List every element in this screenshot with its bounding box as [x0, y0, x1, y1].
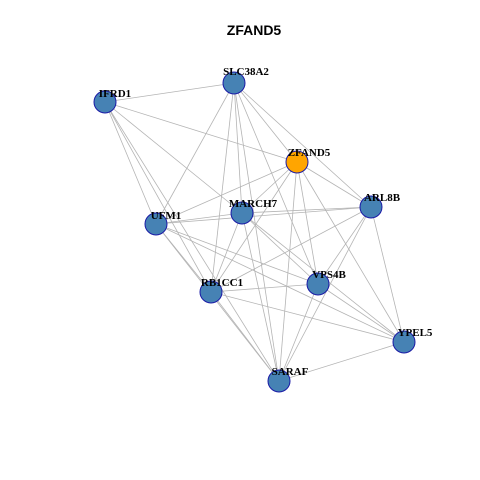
node-zfand5[interactable]	[285, 150, 309, 174]
node-label-ufm1: UFM1	[151, 210, 182, 222]
node-march7[interactable]	[230, 201, 254, 225]
edge-arl8b-vps4b	[317, 206, 372, 285]
edge-rb1cc1-ypel5	[210, 291, 405, 343]
edge-ufm1-ypel5	[155, 223, 405, 343]
edge-slc38a2-zfand5	[233, 82, 298, 163]
node-label-march7: MARCH7	[229, 198, 278, 210]
node-slc38a2[interactable]	[222, 71, 246, 95]
edges-layer	[104, 82, 405, 382]
node-label-slc38a2: SLC38A2	[223, 66, 269, 78]
edge-slc38a2-ufm1	[155, 82, 235, 225]
edge-ifrd1-zfand5	[104, 101, 298, 163]
edge-march7-saraf	[241, 212, 280, 382]
edge-zfand5-rb1cc1	[210, 161, 298, 293]
edge-slc38a2-vps4b	[233, 82, 319, 285]
node-label-zfand5: ZFAND5	[288, 147, 331, 159]
edge-arl8b-march7	[241, 206, 372, 214]
edge-slc38a2-saraf	[233, 82, 280, 382]
edge-vps4b-saraf	[278, 283, 319, 382]
edge-zfand5-ypel5	[296, 161, 405, 343]
edge-slc38a2-march7	[233, 82, 243, 214]
node-label-vps4b: VPS4B	[312, 269, 346, 281]
nodes-layer	[93, 71, 416, 393]
edge-ifrd1-ufm1	[104, 101, 157, 225]
node-ifrd1[interactable]	[93, 90, 117, 114]
edge-arl8b-rb1cc1	[210, 206, 372, 293]
node-label-rb1cc1: RB1CC1	[201, 277, 243, 289]
edge-ypel5-saraf	[278, 341, 405, 382]
edge-zfand5-saraf	[278, 161, 298, 382]
edge-arl8b-ypel5	[370, 206, 405, 343]
edge-zfand5-march7	[241, 161, 298, 214]
edge-vps4b-rb1cc1	[210, 283, 319, 293]
edge-ufm1-saraf	[155, 223, 280, 382]
node-arl8b[interactable]	[359, 195, 383, 219]
node-label-arl8b: ARL8B	[364, 192, 401, 204]
node-ufm1[interactable]	[144, 212, 168, 236]
edge-ifrd1-march7	[104, 101, 243, 214]
edge-ifrd1-slc38a2	[104, 82, 235, 103]
edge-march7-ufm1	[155, 212, 243, 225]
node-vps4b[interactable]	[306, 272, 330, 296]
edge-rb1cc1-saraf	[210, 291, 280, 382]
edge-march7-rb1cc1	[210, 212, 243, 293]
node-label-ifrd1: IFRD1	[99, 88, 131, 100]
graph-title: ZFAND5	[227, 22, 282, 38]
node-ypel5[interactable]	[392, 330, 416, 354]
edge-slc38a2-arl8b	[233, 82, 372, 208]
node-rb1cc1[interactable]	[199, 280, 223, 304]
edge-vps4b-ypel5	[317, 283, 405, 343]
edge-zfand5-arl8b	[296, 161, 372, 208]
edge-zfand5-ufm1	[155, 161, 298, 225]
edge-ufm1-vps4b	[155, 223, 319, 285]
edge-arl8b-saraf	[278, 206, 372, 382]
edge-ifrd1-rb1cc1	[104, 101, 212, 293]
node-label-ypel5: YPEL5	[398, 327, 433, 339]
edge-slc38a2-rb1cc1	[210, 82, 235, 293]
edge-march7-vps4b	[241, 212, 319, 285]
edge-zfand5-vps4b	[296, 161, 319, 285]
edge-arl8b-ufm1	[155, 206, 372, 225]
node-saraf[interactable]	[267, 369, 291, 393]
node-label-saraf: SARAF	[272, 366, 309, 378]
